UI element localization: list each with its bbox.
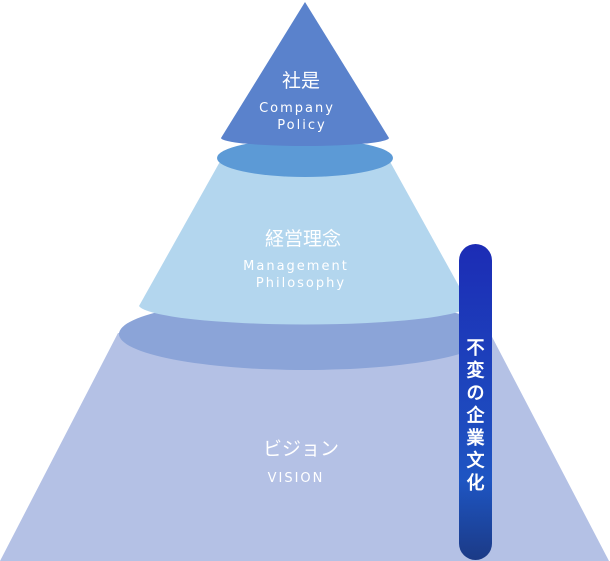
culture-bar-char: 化 — [467, 472, 485, 494]
philosophy-tier-base — [139, 306, 470, 325]
vision-tier-shape — [0, 333, 609, 561]
vision-title-jp: ビジョン — [263, 438, 339, 460]
culture-bar-shape — [459, 244, 492, 560]
pyramid-tier-company-policy: 社是 Company Policy — [221, 2, 389, 146]
vision-title-en: VISION — [268, 471, 325, 486]
pyramid-tier-management-philosophy: 経営理念 Management Philosophy — [139, 139, 470, 325]
philosophy-title-jp: 経営理念 — [265, 227, 341, 250]
culture-bar-char: 不 — [467, 338, 485, 359]
culture-bar-char: の — [467, 383, 485, 404]
policy-tier-shape — [221, 2, 389, 146]
culture-bar-char: 業 — [466, 427, 486, 449]
philosophy-tier-ellipse — [217, 139, 393, 177]
philosophy-title-en-line1: Management — [243, 259, 349, 274]
culture-bar-char: 変 — [467, 360, 485, 382]
policy-title-jp: 社是 — [282, 70, 320, 92]
policy-title-en-line1: Company — [259, 101, 335, 116]
policy-title-en-line2: Policy — [277, 118, 326, 133]
philosophy-tier-shape — [139, 158, 470, 306]
culture-bar-char: 文 — [467, 450, 486, 472]
culture-bar-char: 企 — [466, 405, 486, 427]
philosophy-title-en-line2: Philosophy — [256, 276, 346, 291]
pyramid-tier-vision: ビジョン VISION — [0, 298, 609, 561]
